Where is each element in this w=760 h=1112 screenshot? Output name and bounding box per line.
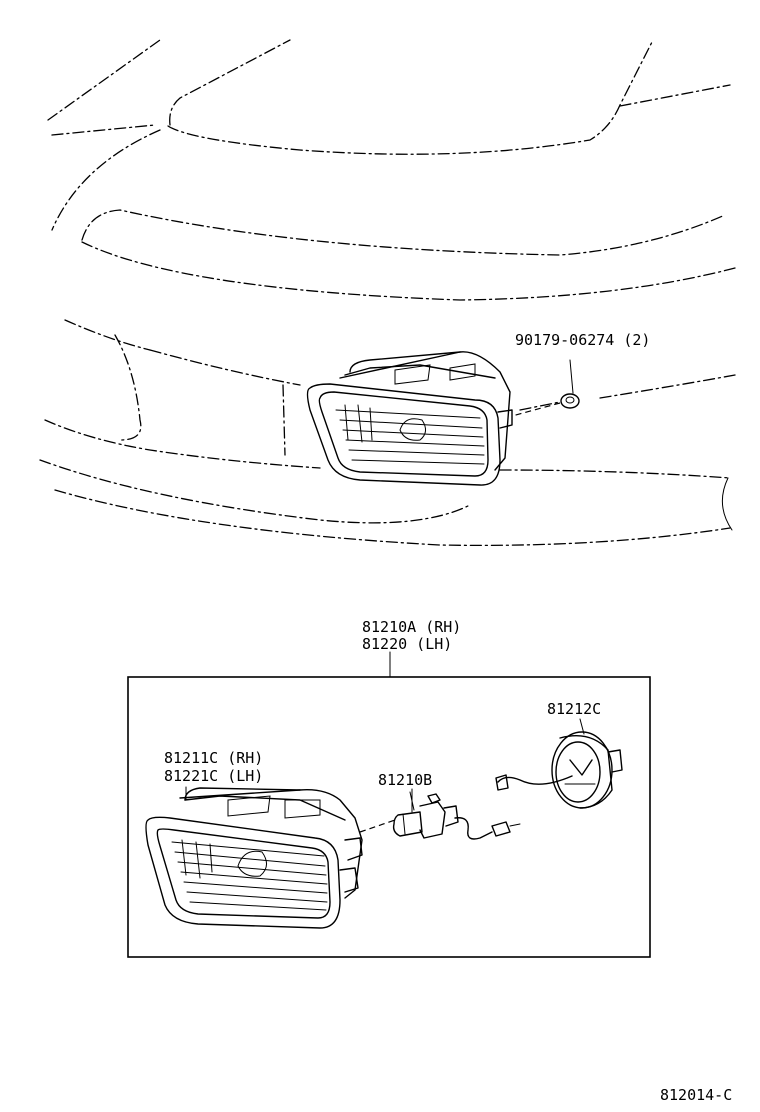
assembly-rh-part-label: 81210A (RH)	[362, 618, 461, 636]
lens-rh-part-label: 81211C (RH)	[164, 749, 263, 767]
bulb-icon	[392, 791, 521, 840]
assembly-axis-line	[359, 819, 396, 833]
nut-part-label: 90179-06274 (2)	[515, 331, 650, 349]
installed-fog-lamp	[306, 351, 513, 486]
fog-lamp-housing	[145, 786, 363, 929]
nut-icon	[511, 359, 580, 417]
socket-part-label: 81212C	[547, 700, 601, 718]
assembly-frame	[127, 676, 651, 958]
bulb-part-label: 81210B	[378, 771, 432, 789]
vehicle-body-outline	[39, 39, 736, 547]
socket-icon	[495, 718, 623, 809]
lens-lh-part-label: 81221C (LH)	[164, 767, 263, 785]
figure-id-label: 812014-C	[660, 1086, 732, 1104]
assembly-lh-part-label: 81220 (LH)	[362, 635, 452, 653]
